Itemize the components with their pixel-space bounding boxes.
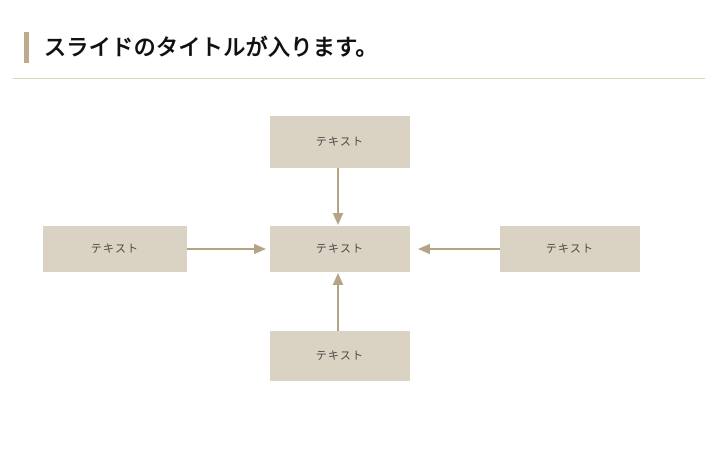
diagram-node-top-label: テキスト [315,135,365,148]
diagram-node-right[interactable]: テキスト [500,226,640,272]
title-accent-bar [24,32,29,63]
diagram-node-center-label: テキスト [315,242,365,255]
arrow-up-icon [332,273,344,331]
page-title: スライドのタイトルが入ります。 [44,35,378,60]
diagram-node-left[interactable]: テキスト [43,226,187,272]
diagram-node-top[interactable]: テキスト [270,116,410,168]
diagram-node-center[interactable]: テキスト [270,226,410,272]
header-divider [13,78,705,79]
arrow-down-icon [332,168,344,225]
diagram-node-right-label: テキスト [545,242,595,255]
diagram-node-bottom-label: テキスト [315,349,365,362]
arrow-right-icon [187,243,266,255]
diagram-node-left-label: テキスト [90,242,140,255]
arrow-left-icon [418,243,500,255]
diagram-node-bottom[interactable]: テキスト [270,331,410,381]
